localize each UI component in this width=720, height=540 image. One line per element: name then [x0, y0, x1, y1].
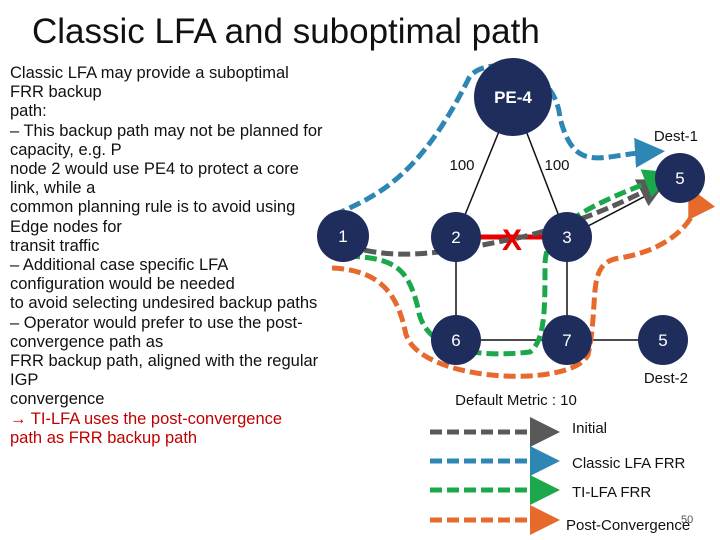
failed-link-x: X	[502, 224, 522, 257]
legend: Initial Classic LFA FRR TI-LFA FRR Post-…	[430, 417, 690, 535]
node-label: 2	[451, 228, 460, 247]
page-title: Classic LFA and suboptimal path	[32, 12, 540, 51]
body-line: Edge nodes for	[10, 217, 122, 236]
body-line: convergence	[10, 390, 105, 409]
node-1: 1	[317, 210, 369, 262]
body-line: path:	[10, 102, 47, 121]
metric-right: 100	[544, 157, 569, 174]
node-label: 3	[562, 228, 571, 247]
node-6: 6	[431, 315, 481, 365]
node-label: 5	[658, 331, 667, 350]
body-line: transit traffic	[10, 236, 100, 255]
body-line: FRR backup	[10, 83, 102, 102]
legend-label-initial: Initial	[572, 420, 607, 437]
highlight-line: path as FRR backup path	[10, 428, 198, 447]
body-line: IGP	[10, 371, 39, 390]
node-5-bottom: 5	[638, 315, 688, 365]
initial-path	[347, 179, 669, 257]
body-line: link, while a	[10, 179, 96, 198]
body-line: node 2 would use PE4 to protect a core	[10, 160, 299, 179]
dest-1-label: Dest-1	[654, 128, 698, 145]
node-pe4: PE-4	[474, 58, 552, 136]
node-label: 7	[562, 331, 571, 350]
body-text: Classic LFA may provide a suboptimal FRR…	[10, 64, 365, 448]
body-line: FRR backup path, aligned with the regula…	[10, 352, 319, 371]
node-3: 3	[542, 212, 592, 262]
default-metric-label: Default Metric : 10	[455, 392, 577, 409]
legend-label-post-convergence: Post-Convergence	[566, 517, 690, 534]
body-line: capacity, e.g. P	[10, 140, 122, 159]
body-line: – This backup path may not be planned fo…	[10, 121, 323, 140]
legend-label-ti-lfa: TI-LFA FRR	[572, 484, 651, 501]
node-7: 7	[542, 315, 592, 365]
node-2: 2	[431, 212, 481, 262]
legend-label-classic-lfa: Classic LFA FRR	[572, 455, 686, 472]
node-label: 1	[338, 227, 347, 246]
body-line: Classic LFA may provide a suboptimal	[10, 64, 289, 82]
metric-left: 100	[449, 157, 474, 174]
post-convergence-path	[331, 186, 716, 379]
page-number: 50	[681, 514, 694, 526]
classic-lfa-path	[333, 63, 665, 218]
body-line: convergence path as	[10, 332, 164, 351]
node-5-top: 5	[655, 153, 705, 203]
node-label: PE-4	[494, 88, 532, 107]
node-label: 5	[675, 169, 684, 188]
highlight-line: → TI-LFA uses the post-convergence	[10, 409, 283, 428]
body-line: common planning rule is to avoid using	[10, 198, 296, 217]
body-line: – Operator would prefer to use the post-	[10, 313, 303, 332]
dest-2-label: Dest-2	[644, 370, 688, 387]
body-line: configuration would be needed	[10, 275, 235, 294]
node-label: 6	[451, 331, 460, 350]
body-line: – Additional case specific LFA	[10, 256, 229, 275]
body-line: to avoid selecting undesired backup path…	[10, 294, 318, 313]
